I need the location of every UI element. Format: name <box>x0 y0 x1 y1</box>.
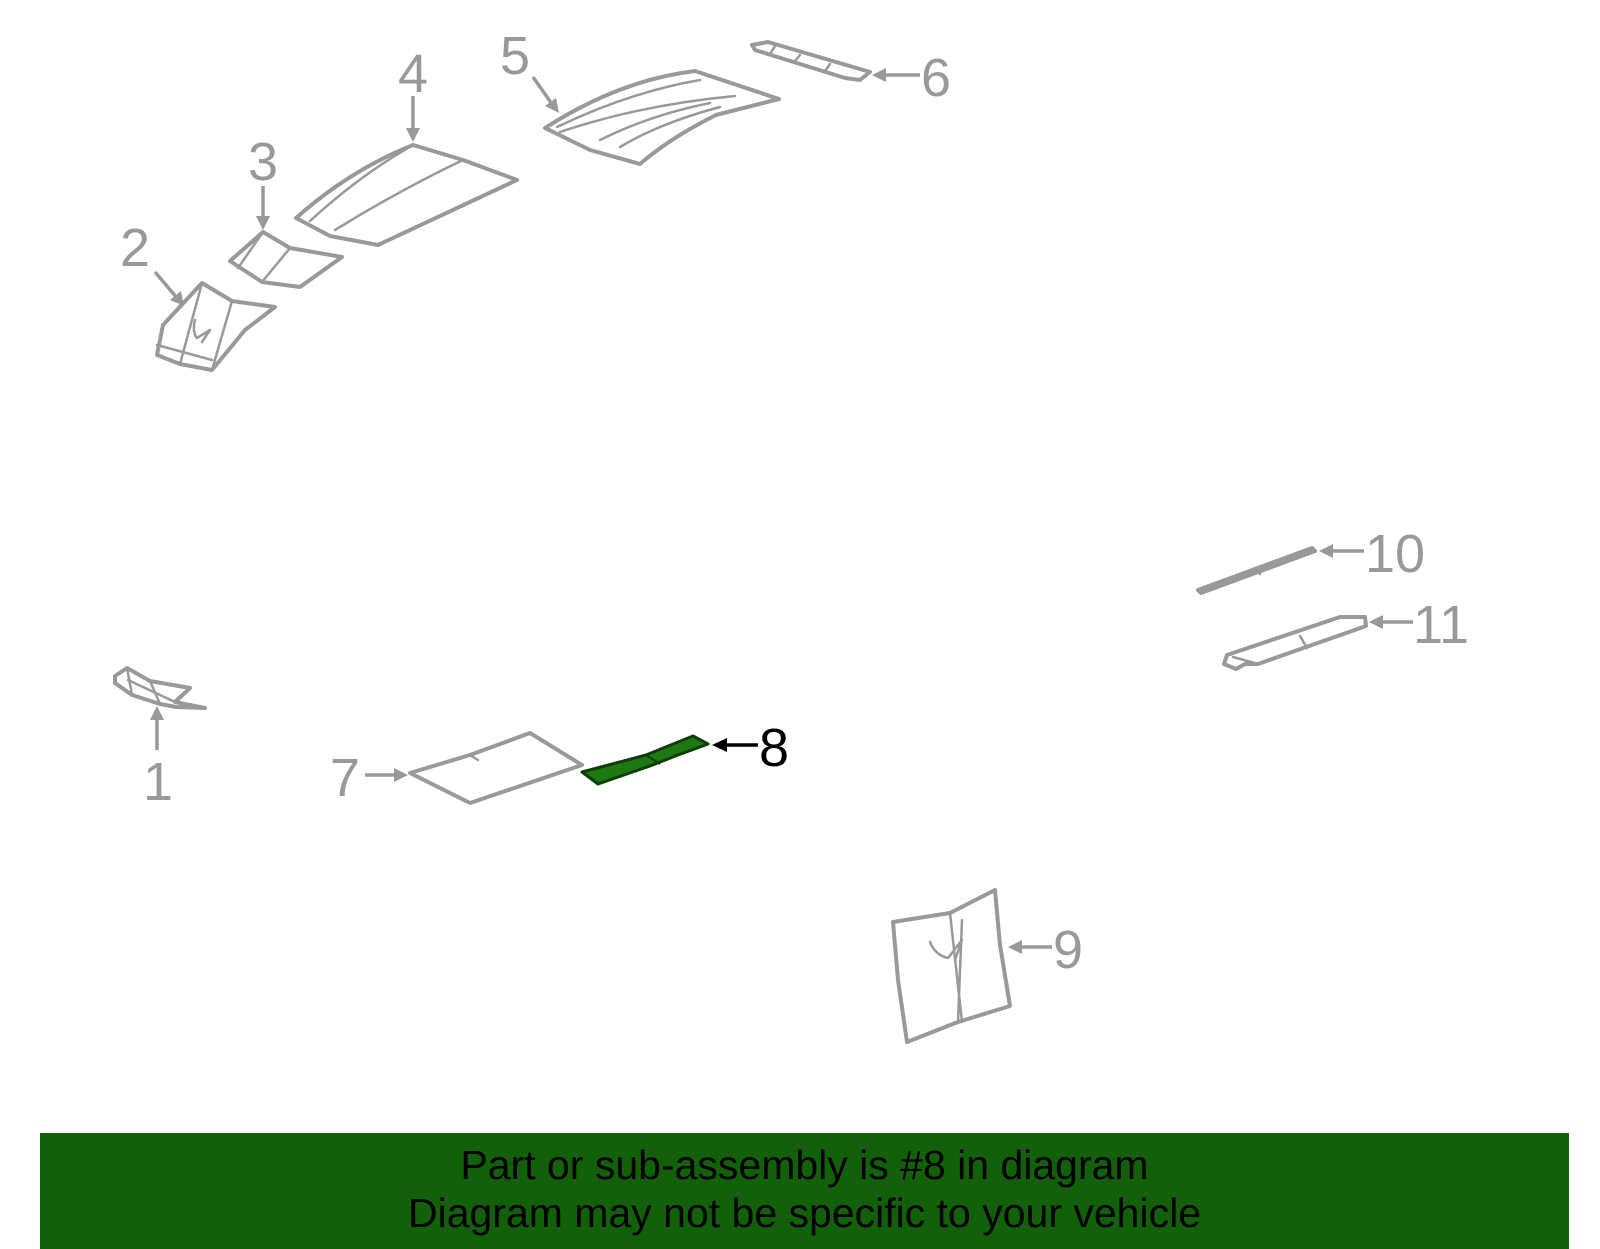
banner-part-line: Part or sub-assembly is #8 in diagram <box>460 1142 1149 1188</box>
svg-text:11: 11 <box>1413 595 1469 655</box>
part-9[interactable] <box>891 888 1012 1044</box>
part-11[interactable] <box>1222 615 1368 671</box>
svg-text:9: 9 <box>1053 920 1083 980</box>
svg-text:1: 1 <box>143 752 173 812</box>
callout-11[interactable]: 11 <box>1369 595 1469 655</box>
callout-9[interactable]: 9 <box>1008 920 1083 980</box>
callout-4[interactable]: 4 <box>398 44 428 142</box>
part-10[interactable] <box>1196 546 1317 595</box>
callout-2[interactable]: 2 <box>120 218 184 306</box>
part-4[interactable] <box>294 143 519 247</box>
svg-text:3: 3 <box>248 132 278 192</box>
part-6[interactable] <box>750 40 872 82</box>
svg-text:5: 5 <box>500 26 530 86</box>
part-info-banner: Part or sub-assembly is #8 in diagram Di… <box>40 1133 1569 1249</box>
part-2[interactable] <box>155 281 277 372</box>
part-8[interactable] <box>580 734 710 786</box>
part-1[interactable] <box>113 666 207 710</box>
svg-text:4: 4 <box>398 44 428 104</box>
callout-3[interactable]: 3 <box>248 132 278 230</box>
svg-text:7: 7 <box>330 748 360 808</box>
callout-8[interactable]: 8 <box>712 718 789 778</box>
banner-disclaimer-line: Diagram may not be specific to your vehi… <box>407 1190 1201 1236</box>
svg-text:2: 2 <box>120 218 150 278</box>
part-5[interactable] <box>543 69 781 166</box>
svg-text:8: 8 <box>759 718 789 778</box>
callout-10[interactable]: 10 <box>1319 524 1425 584</box>
callout-5[interactable]: 5 <box>500 26 559 113</box>
callout-6[interactable]: 6 <box>872 48 951 108</box>
part-7[interactable] <box>408 731 584 805</box>
callout-7[interactable]: 7 <box>330 748 408 808</box>
callout-1[interactable]: 1 <box>143 706 173 812</box>
part-3[interactable] <box>228 230 344 289</box>
svg-text:6: 6 <box>921 48 951 108</box>
svg-text:10: 10 <box>1365 524 1425 584</box>
